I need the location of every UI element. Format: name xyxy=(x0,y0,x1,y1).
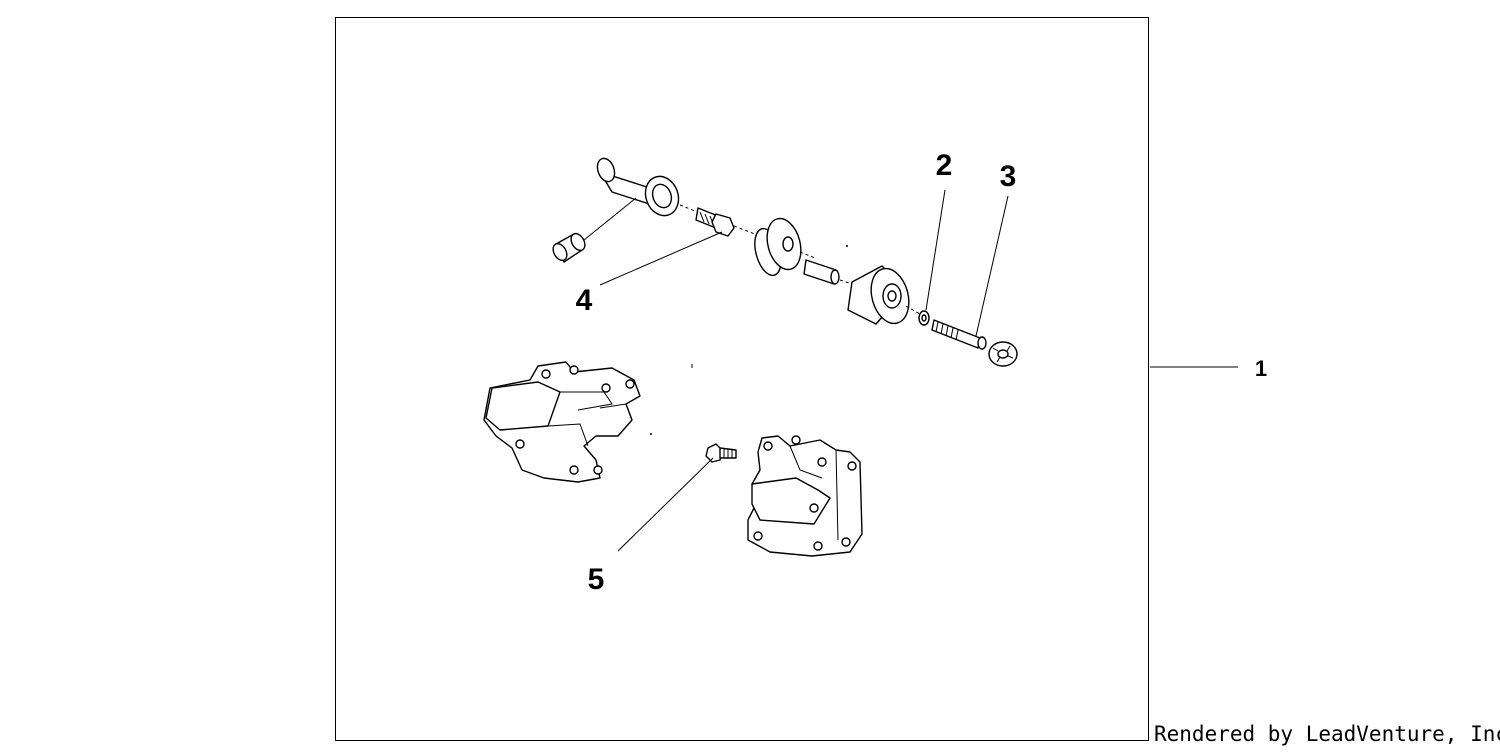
credit-text: Rendered by LeadVenture, Inc. xyxy=(1154,722,1500,746)
right-bracket xyxy=(747,435,863,557)
pin-leader xyxy=(583,197,637,241)
diagram-frame xyxy=(335,17,1149,741)
leader-5 xyxy=(617,457,714,552)
left-bracket xyxy=(483,361,641,483)
leader-3 xyxy=(975,195,1009,337)
tube-sleeve xyxy=(596,157,680,217)
leader-4 xyxy=(599,231,723,286)
callout-4: 4 xyxy=(576,284,593,317)
leader-2 xyxy=(925,189,946,311)
shaft-pin xyxy=(803,259,859,287)
lock-washer xyxy=(988,341,1018,367)
roller xyxy=(847,265,910,325)
callout-2: 2 xyxy=(936,149,953,182)
small-bolt-5 xyxy=(705,443,737,463)
callout-3: 3 xyxy=(1000,160,1017,193)
callout-1: 1 xyxy=(1255,356,1267,381)
stray-marks xyxy=(650,245,848,435)
washer-2 xyxy=(905,305,930,326)
long-bolt-3 xyxy=(931,319,987,350)
flange-bolt-4 xyxy=(679,204,761,237)
collar-pin xyxy=(552,232,586,263)
callout-5: 5 xyxy=(588,563,605,596)
spacer-bushing xyxy=(754,217,816,277)
